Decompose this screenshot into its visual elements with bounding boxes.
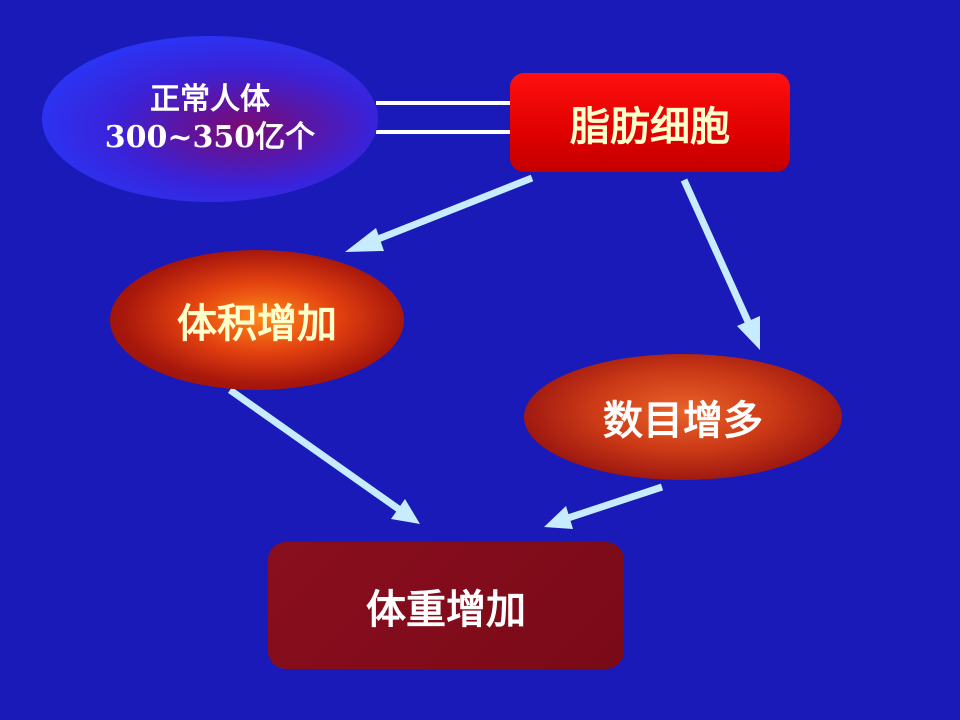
arrow-fatcell-to-number — [680, 178, 760, 350]
node-number-increase-label: 数目增多 — [603, 398, 763, 444]
node-normal-line1: 正常人体 — [150, 82, 270, 117]
node-weight-increase: 体重增加 — [268, 542, 624, 669]
node-number-increase: 数目增多 — [524, 354, 842, 480]
arrow-fatcell-to-volume — [345, 174, 534, 252]
node-fat-cell: 脂肪细胞 — [510, 73, 790, 172]
node-volume-increase-label: 体积增加 — [177, 301, 337, 347]
node-normal-line2: 300~350亿个 — [104, 120, 316, 155]
node-volume-increase: 体积增加 — [110, 250, 404, 390]
arrow-volume-to-weight — [227, 387, 420, 524]
node-fat-cell-label: 脂肪细胞 — [570, 103, 730, 150]
node-normal-body: 正常人体 300~350亿个 — [42, 36, 378, 202]
node-weight-increase-label: 体重增加 — [366, 586, 526, 633]
arrow-number-to-weight — [544, 483, 664, 529]
